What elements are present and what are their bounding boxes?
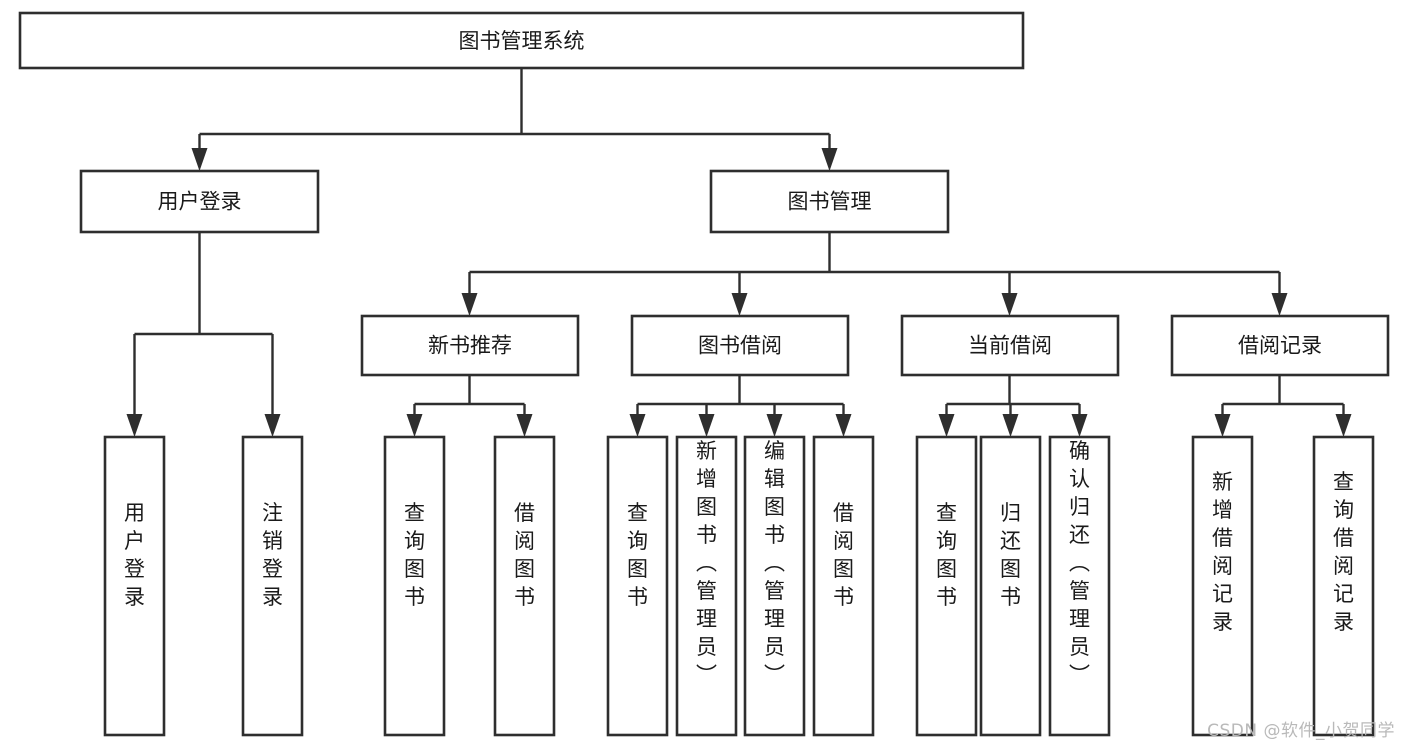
node-user-login-box[interactable] — [79, 169, 320, 234]
node-leaf-add-book-admin-box[interactable] — [675, 435, 738, 737]
node-leaf-query-borrow-record-box[interactable] — [1312, 435, 1375, 737]
node-leaf-query-borrow-record[interactable]: 查询借阅记录 — [1312, 435, 1375, 737]
connector-group-new-book-recommend — [406, 375, 533, 437]
arrow-head-book-borrow — [731, 293, 748, 316]
node-book-borrow[interactable]: 图书借阅 — [630, 314, 850, 377]
node-leaf-query-borrow-record-label: 查询借阅记录 — [1333, 470, 1354, 634]
arrow-head-leaf-borrow-book-1 — [516, 414, 533, 437]
node-leaf-query-book-2-label: 查询图书 — [627, 501, 648, 609]
connector-group-root — [191, 68, 838, 171]
node-leaf-borrow-book-2[interactable]: 借阅图书 — [812, 435, 875, 737]
arrow-head-leaf-query-borrow-record — [1335, 414, 1352, 437]
node-root-box[interactable] — [18, 11, 1025, 70]
node-user-login-label: 用户登录 — [158, 190, 242, 214]
node-leaf-logout-login-label: 注销登录 — [262, 501, 283, 609]
arrow-head-leaf-user-login — [126, 414, 143, 437]
arrow-head-book-manage — [821, 148, 838, 171]
node-leaf-query-book-1-box[interactable] — [383, 435, 446, 737]
node-leaf-borrow-book-1-label: 借阅图书 — [514, 501, 535, 609]
node-new-book-recommend[interactable]: 新书推荐 — [360, 314, 580, 377]
node-leaf-edit-book-admin-label: 编辑图书︵管理员︶ — [764, 439, 785, 687]
node-book-borrow-label: 图书借阅 — [698, 334, 782, 358]
node-current-borrow-box[interactable] — [900, 314, 1120, 377]
connector-group-current-borrow — [938, 375, 1088, 437]
node-leaf-add-borrow-record[interactable]: 新增借阅记录 — [1191, 435, 1254, 737]
arrow-head-user-login — [191, 148, 208, 171]
arrow-head-leaf-return-book — [1002, 414, 1019, 437]
node-leaf-query-book-3[interactable]: 查询图书 — [915, 435, 978, 737]
node-leaf-borrow-book-2-box[interactable] — [812, 435, 875, 737]
arrow-head-leaf-logout-login — [264, 414, 281, 437]
arrow-head-leaf-borrow-book-2 — [835, 414, 852, 437]
node-user-login[interactable]: 用户登录 — [79, 169, 320, 234]
csdn-watermark: CSDN @软件_小贺同学 — [1207, 721, 1395, 741]
arrow-head-leaf-add-borrow-record — [1214, 414, 1231, 437]
arrow-head-leaf-query-book-2 — [629, 414, 646, 437]
node-leaf-borrow-book-2-label: 借阅图书 — [833, 501, 854, 609]
node-leaf-query-book-2[interactable]: 查询图书 — [606, 435, 669, 737]
node-leaf-add-borrow-record-label: 新增借阅记录 — [1212, 470, 1233, 634]
node-leaf-return-book[interactable]: 归还图书 — [979, 435, 1042, 737]
node-new-book-recommend-label: 新书推荐 — [428, 334, 512, 358]
node-book-manage[interactable]: 图书管理 — [709, 169, 950, 234]
connector-group-borrow-record — [1214, 375, 1352, 437]
node-leaf-confirm-return-admin[interactable]: 确认归还︵管理员︶ — [1048, 435, 1111, 737]
node-leaf-edit-book-admin[interactable]: 编辑图书︵管理员︶ — [743, 435, 806, 737]
arrow-head-leaf-query-book-1 — [406, 414, 423, 437]
node-borrow-record-label: 借阅记录 — [1238, 334, 1322, 358]
node-leaf-user-login[interactable]: 用户登录 — [103, 435, 166, 737]
node-leaf-query-book-2-box[interactable] — [606, 435, 669, 737]
node-leaf-logout-login[interactable]: 注销登录 — [241, 435, 304, 737]
arrow-head-borrow-record — [1271, 293, 1288, 316]
node-leaf-edit-book-admin-box[interactable] — [743, 435, 806, 737]
node-current-borrow-label: 当前借阅 — [968, 334, 1052, 358]
connector-group-book-manage — [461, 232, 1288, 316]
node-leaf-logout-login-box[interactable] — [241, 435, 304, 737]
node-leaf-add-borrow-record-box[interactable] — [1191, 435, 1254, 737]
node-leaf-return-book-label: 归还图书 — [1000, 501, 1021, 609]
node-leaf-borrow-book-1[interactable]: 借阅图书 — [493, 435, 556, 737]
node-book-manage-label: 图书管理 — [788, 190, 872, 214]
node-leaf-query-book-1[interactable]: 查询图书 — [383, 435, 446, 737]
node-leaf-user-login-box[interactable] — [103, 435, 166, 737]
node-leaf-confirm-return-admin-box[interactable] — [1048, 435, 1111, 737]
node-book-borrow-box[interactable] — [630, 314, 850, 377]
node-leaf-query-book-3-box[interactable] — [915, 435, 978, 737]
arrow-head-leaf-query-book-3 — [938, 414, 955, 437]
arrow-head-current-borrow — [1001, 293, 1018, 316]
node-leaf-borrow-book-1-box[interactable] — [493, 435, 556, 737]
arrow-head-leaf-edit-book-admin — [766, 414, 783, 437]
node-current-borrow[interactable]: 当前借阅 — [900, 314, 1120, 377]
node-leaf-add-book-admin[interactable]: 新增图书︵管理员︶ — [675, 435, 738, 737]
node-borrow-record[interactable]: 借阅记录 — [1170, 314, 1390, 377]
connector-group-user-login — [126, 232, 281, 437]
arrow-head-new-book-recommend — [461, 293, 478, 316]
arrow-head-leaf-add-book-admin — [698, 414, 715, 437]
node-leaf-query-book-3-label: 查询图书 — [936, 501, 957, 609]
node-new-book-recommend-box[interactable] — [360, 314, 580, 377]
connector-group-book-borrow — [629, 375, 852, 437]
arrow-head-leaf-confirm-return-admin — [1071, 414, 1088, 437]
node-leaf-confirm-return-admin-label: 确认归还︵管理员︶ — [1069, 439, 1090, 687]
node-root[interactable]: 图书管理系统 — [18, 11, 1025, 70]
node-leaf-query-book-1-label: 查询图书 — [404, 501, 425, 609]
node-book-manage-box[interactable] — [709, 169, 950, 234]
node-leaf-add-book-admin-label: 新增图书︵管理员︶ — [696, 439, 717, 687]
node-leaf-user-login-label: 用户登录 — [124, 501, 145, 609]
node-borrow-record-box[interactable] — [1170, 314, 1390, 377]
node-leaf-return-book-box[interactable] — [979, 435, 1042, 737]
node-root-label: 图书管理系统 — [459, 29, 585, 53]
